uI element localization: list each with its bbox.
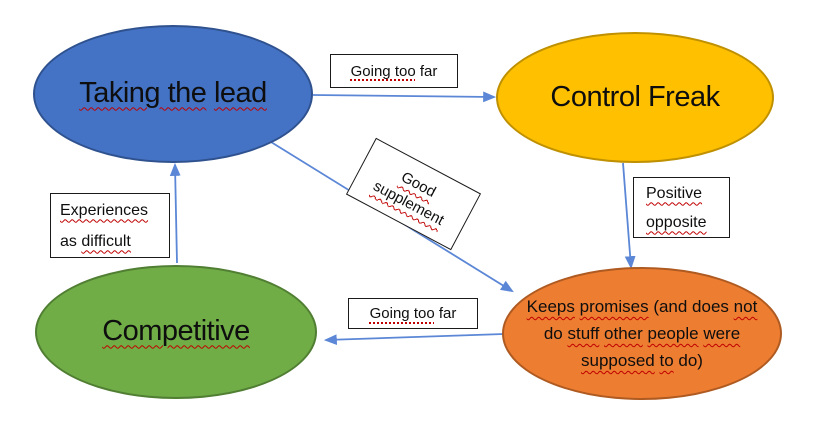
node-taking-the-lead[interactable]: Taking the lead xyxy=(33,25,313,163)
node-control-freak-label: Control Freak xyxy=(550,80,720,113)
edge-taking-lead-to-control-freak xyxy=(312,91,497,103)
label-experiences-line1: Experiences xyxy=(60,201,149,219)
edge-keeps-promises-to-competitive xyxy=(323,333,505,346)
label-experiences-line2: as difficult xyxy=(60,232,131,250)
label-going-too-far-top-text: Going too far xyxy=(350,62,438,80)
label-going-too-far-bottom-text: Going too far xyxy=(369,305,457,322)
edge-competitive-to-taking-lead xyxy=(169,162,181,264)
node-taking-the-lead-label: Taking the lead xyxy=(79,77,267,110)
label-experiences-as-difficult[interactable]: Experiences as difficult xyxy=(50,193,170,258)
node-competitive[interactable]: Competitive xyxy=(35,265,317,399)
label-going-too-far-top[interactable]: Going too far xyxy=(330,54,458,88)
edge-control-freak-to-keeps-promises xyxy=(622,162,636,270)
label-positive-opposite[interactable]: Positive opposite xyxy=(633,177,730,238)
node-competitive-label: Competitive xyxy=(102,315,250,348)
label-going-too-far-bottom[interactable]: Going too far xyxy=(348,298,478,329)
node-control-freak[interactable]: Control Freak xyxy=(496,32,774,163)
label-good-supplement[interactable]: Good supplement xyxy=(345,137,482,251)
label-positive-line1: Positive xyxy=(646,184,703,202)
node-keeps-promises-label: Keeps promises (and does not do stuff ot… xyxy=(526,297,758,370)
node-keeps-promises[interactable]: Keeps promises (and does not do stuff ot… xyxy=(502,267,782,400)
label-positive-line2: opposite xyxy=(646,213,707,231)
